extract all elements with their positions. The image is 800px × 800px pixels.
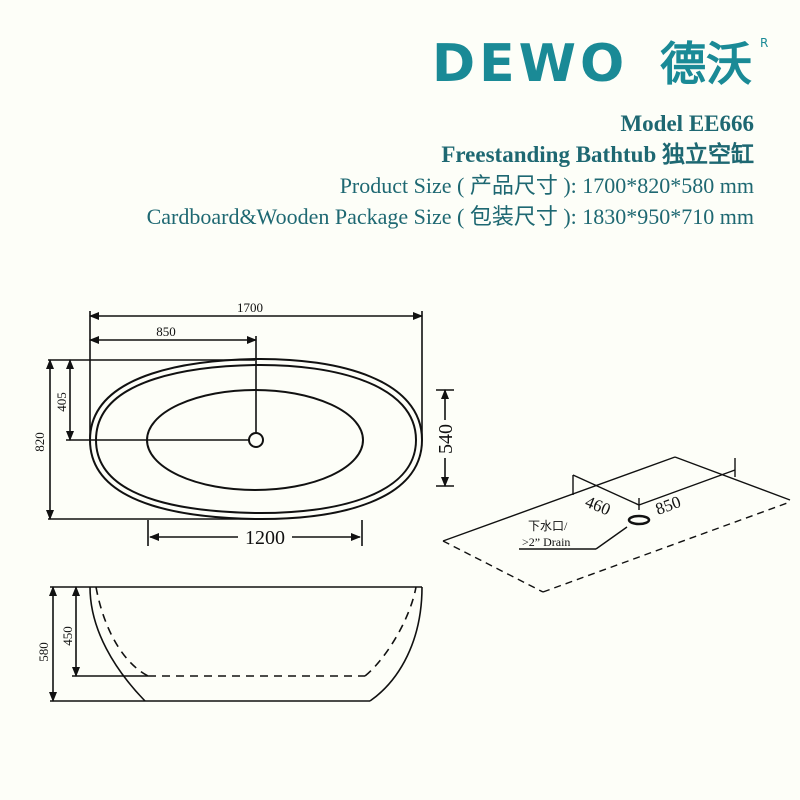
logo-chinese: 德沃	[660, 37, 752, 91]
drain-label-cn: 下水口/	[528, 519, 568, 533]
model-number: Model EE666	[620, 111, 754, 136]
logo-latin: DEWO	[432, 34, 629, 94]
dim-inner-depth: 450	[60, 626, 75, 646]
product-info: Model EE666 Freestanding Bathtub 独立空缸 Pr…	[147, 108, 754, 232]
dim-inner-length: 1200	[245, 527, 285, 549]
side-view	[49, 586, 423, 702]
brand-logo: DEWO 德沃 R	[432, 34, 772, 94]
package-size: Cardboard&Wooden Package Size ( 包装尺寸 ): …	[146, 204, 754, 229]
dim-drain-from-end: 850	[653, 492, 683, 519]
drain-label-en: >2” Drain	[522, 535, 570, 549]
registered-mark-icon: R	[760, 36, 769, 50]
dim-drain-offset-length: 850	[156, 324, 176, 339]
dim-drain-from-side: 460	[583, 492, 614, 519]
dim-overall-height: 580	[36, 642, 51, 662]
product-size: Product Size ( 产品尺寸 ): 1700*820*580 mm	[339, 173, 754, 198]
product-type: Freestanding Bathtub 独立空缸	[441, 142, 754, 167]
dim-drain-offset-width: 405	[54, 392, 69, 412]
dim-overall-width: 820	[32, 432, 47, 452]
floor-plan	[442, 456, 791, 593]
top-view	[46, 311, 454, 546]
dim-inner-width: 540	[435, 424, 457, 454]
dim-overall-length: 1700	[237, 300, 263, 315]
